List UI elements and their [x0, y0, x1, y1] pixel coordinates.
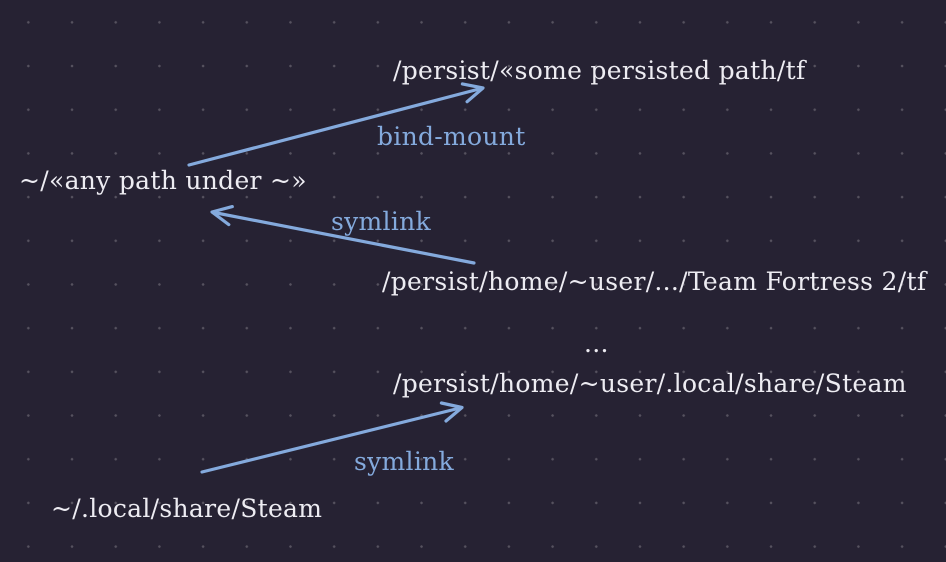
edge-label-bind-mount: bind-mount — [377, 122, 526, 151]
ellipsis-node: ... — [584, 329, 609, 358]
edge-label-symlink-top: symlink — [331, 207, 432, 236]
edge-label-symlink-bottom: symlink — [354, 447, 455, 476]
path-node-persist-team-fortress: /persist/home/~user/.../Team Fortress 2/… — [382, 267, 927, 296]
path-node-persist-steam: /persist/home/~user/.local/share/Steam — [393, 369, 907, 398]
path-node-home-steam: ~/.local/share/Steam — [51, 494, 323, 523]
path-node-persist-some-path: /persist/«some persisted path/tf — [393, 56, 806, 85]
path-node-any-path-under-home: ~/«any path under ~» — [19, 166, 307, 195]
